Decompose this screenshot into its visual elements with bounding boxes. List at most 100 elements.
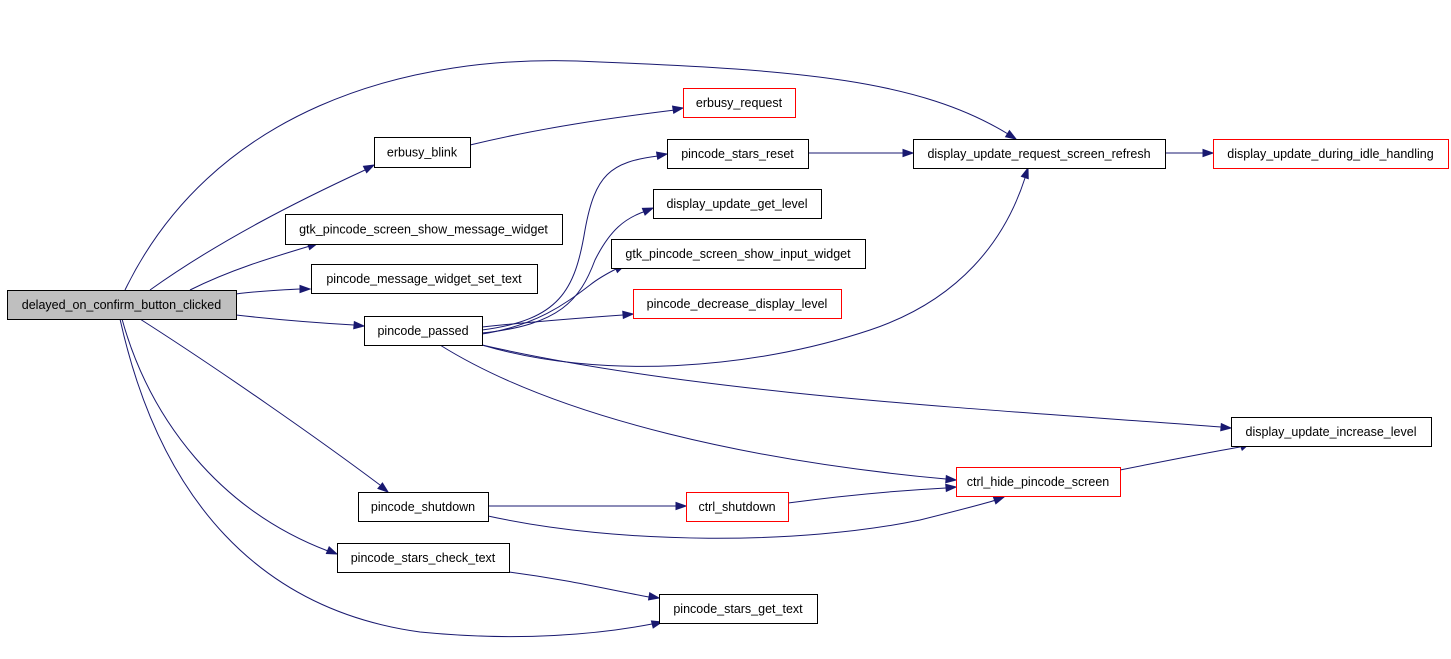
edge-arrowhead [675,501,688,511]
edge-arrowhead [325,545,339,555]
edge-root-to-message_widget_set_text [235,284,312,295]
edge-line [481,267,619,335]
edge-arrowhead [622,310,635,320]
node-label: display_update_get_level [666,197,807,211]
node-label: gtk_pincode_screen_show_message_widget [299,223,548,237]
node-erbusy-request[interactable]: erbusy_request [683,88,796,118]
node-label: pincode_passed [377,324,468,338]
node-show-message-widget[interactable]: gtk_pincode_screen_show_message_widget [285,214,563,245]
edge-line [1119,446,1241,471]
edge-request_screen_refresh-to-during_idle_handling [1165,148,1215,158]
node-label: display_update_increase_level [1246,425,1417,439]
node-label: gtk_pincode_screen_show_input_widget [625,247,851,261]
edge-arrowhead [641,207,655,216]
node-box [1231,417,1432,447]
node-box [686,492,789,522]
edge-pincode_passed-to-get_level [481,207,655,334]
edge-line [481,344,1222,428]
node-box [374,137,471,168]
edge-line [481,177,1026,367]
edge-line [787,487,947,504]
edge-arrowhead [1004,129,1018,140]
edge-line [508,571,650,598]
edge-stars_check_text-to-stars_get_text [508,571,661,601]
edge-line [439,344,947,480]
node-box [1213,139,1449,169]
node-during-idle-handling[interactable]: display_update_during_idle_handling [1213,139,1449,169]
edge-line [149,169,366,291]
node-box [611,239,866,269]
node-label: display_update_request_screen_refresh [927,147,1150,161]
node-pincode-passed[interactable]: pincode_passed [364,316,483,346]
node-stars-reset[interactable]: pincode_stars_reset [667,139,809,169]
node-stars-get-text[interactable]: pincode_stars_get_text [659,594,818,624]
nodes-layer: delayed_on_confirm_button_clicked erbusy_… [7,88,1449,624]
edges-layer [119,60,1252,638]
edge-line [124,60,1009,291]
edge-root-to-pincode_shutdown [139,318,390,493]
edge-root-to-request_screen_refresh [124,60,1018,291]
node-box [956,467,1121,497]
node-stars-check-text[interactable]: pincode_stars_check_text [337,543,510,573]
edge-root-to-erbusy_blink [149,164,376,291]
edge-pincode_passed-to-request_screen_refresh [481,166,1029,367]
node-label: ctrl_shutdown [698,500,775,514]
edge-line [119,318,653,638]
node-label: erbusy_request [696,96,783,110]
node-hide-pincode-screen[interactable]: ctrl_hide_pincode_screen [956,467,1121,497]
edge-pincode_passed-to-decrease_display_level [481,310,635,328]
edge-erbusy_blink-to-erbusy_request [469,105,685,146]
node-box [7,290,237,320]
node-label: delayed_on_confirm_button_clicked [22,298,221,312]
node-box [633,289,842,319]
node-box [659,594,818,624]
edge-arrowhead [362,164,376,174]
node-label: pincode_message_widget_set_text [326,272,522,286]
edge-line [235,314,355,326]
node-request-screen-refresh[interactable]: display_update_request_screen_refresh [913,139,1166,169]
node-pincode-shutdown[interactable]: pincode_shutdown [358,492,489,522]
node-label: display_update_during_idle_handling [1227,147,1433,161]
edge-arrowhead [1020,166,1029,180]
edge-line [487,499,997,539]
edge-root-to-show_message_widget [189,242,320,291]
node-box [285,214,563,245]
node-ctrl-shutdown[interactable]: ctrl_shutdown [686,492,789,522]
node-root[interactable]: delayed_on_confirm_button_clicked [7,290,237,320]
edge-root-to-pincode_passed [235,314,366,330]
edge-line [139,318,381,486]
node-get-level[interactable]: display_update_get_level [653,189,822,219]
edge-arrowhead [992,496,1006,505]
edge-line [235,288,301,295]
edge-line [189,245,311,291]
node-box [337,543,510,573]
edge-root-to-stars_get_text [119,318,664,638]
edge-arrowhead [945,474,958,484]
edge-arrowhead [902,148,915,158]
node-label: ctrl_hide_pincode_screen [967,475,1110,489]
node-label: erbusy_blink [387,146,458,160]
edge-stars_reset-to-request_screen_refresh [808,148,915,158]
node-message-widget-set-text[interactable]: pincode_message_widget_set_text [311,264,538,294]
node-box [667,139,809,169]
edge-arrowhead [1202,148,1215,158]
edge-pincode_shutdown-to-hide_pincode_screen [487,496,1006,539]
edge-arrowhead [299,284,312,294]
node-label: pincode_stars_get_text [673,602,803,616]
node-box [364,316,483,346]
edge-hide_pincode_screen-to-increase_level [1119,442,1252,471]
node-increase-level[interactable]: display_update_increase_level [1231,417,1432,447]
node-erbusy-blink[interactable]: erbusy_blink [374,137,471,168]
node-label: pincode_decrease_display_level [647,297,828,311]
node-show-input-widget[interactable]: gtk_pincode_screen_show_input_widget [611,239,866,269]
edge-pincode_passed-to-increase_level [481,344,1233,432]
node-box [653,189,822,219]
node-label: pincode_stars_reset [681,147,794,161]
node-decrease-display-level[interactable]: pincode_decrease_display_level [633,289,842,319]
edge-arrowhead [671,105,685,114]
node-label: pincode_shutdown [371,500,475,514]
edge-ctrl_shutdown-to-hide_pincode_screen [787,483,958,504]
edge-root-to-stars_check_text [121,318,339,555]
edge-arrowhead [1220,422,1233,432]
